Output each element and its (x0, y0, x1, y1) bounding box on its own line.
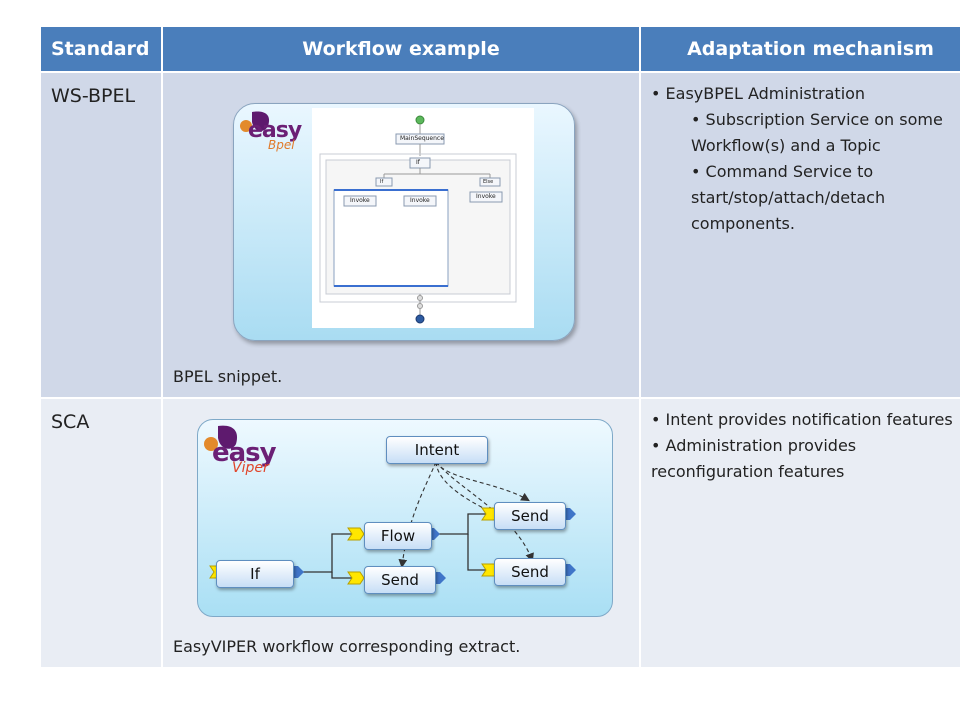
row-sca-workflow: easy Viper (163, 399, 639, 667)
row-wsbpel-workflow: easy Bpel (163, 73, 639, 397)
bpel-caption: BPEL snippet. (173, 367, 283, 386)
row-wsbpel-standard: WS-BPEL (41, 73, 161, 397)
bpel-canvas: MainSequence If If Else Invoke Invoke In… (312, 108, 534, 328)
comparison-table: Standard Workflow example Adaptation mec… (41, 27, 960, 667)
invoke-3-label: Invoke (476, 193, 496, 200)
bpel-diagram-figure: easy Bpel (233, 103, 575, 341)
logo-drop-icon (240, 111, 270, 132)
row-wsbpel-mechanism: EasyBPEL Administration Subscription Ser… (641, 73, 960, 397)
invoke-1-label: Invoke (350, 197, 370, 204)
header-standard: Standard (41, 27, 161, 71)
send-node-top: Send (494, 502, 566, 530)
logo-drop-icon (204, 425, 238, 451)
easyviper-logo: easy Viper (202, 424, 282, 476)
mechanism-sub-item-1: Subscription Service on some Workflow(s)… (651, 107, 960, 159)
logo-word: easy (212, 438, 277, 468)
else-branch-label: Else (483, 179, 494, 185)
viper-diagram-figure: easy Viper (197, 419, 613, 617)
row-sca-standard: SCA (41, 399, 161, 667)
if-node: If (216, 560, 294, 588)
main-sequence-label: MainSequence (400, 135, 444, 142)
mechanism-main-item: EasyBPEL Administration (651, 81, 960, 107)
invoke-2-label: Invoke (410, 197, 430, 204)
logo-sub: Viper (232, 460, 269, 476)
mechanism-sub-item-2: Command Service to start/stop/attach/det… (651, 159, 960, 237)
if-node-label: If (416, 159, 420, 166)
logo-word: easy (248, 118, 302, 143)
row-sca-mechanism: Intent provides notification features Ad… (641, 399, 960, 667)
flow-node: Flow (364, 522, 432, 550)
header-workflow-example: Workflow example (163, 27, 639, 71)
send-node-low: Send (364, 566, 436, 594)
header-adaptation-mechanism: Adaptation mechanism (641, 27, 960, 71)
viper-caption: EasyVIPER workflow corresponding extract… (173, 637, 521, 656)
send-node-bottom: Send (494, 558, 566, 586)
if-branch-label: If (380, 179, 384, 185)
mechanism-item-administration: Administration provides reconfiguration … (651, 433, 960, 485)
logo-sub: Bpel (268, 138, 295, 152)
easybpel-logo: easy Bpel (238, 108, 308, 154)
mechanism-item-intent: Intent provides notification features (651, 407, 960, 433)
intent-node: Intent (386, 436, 488, 464)
